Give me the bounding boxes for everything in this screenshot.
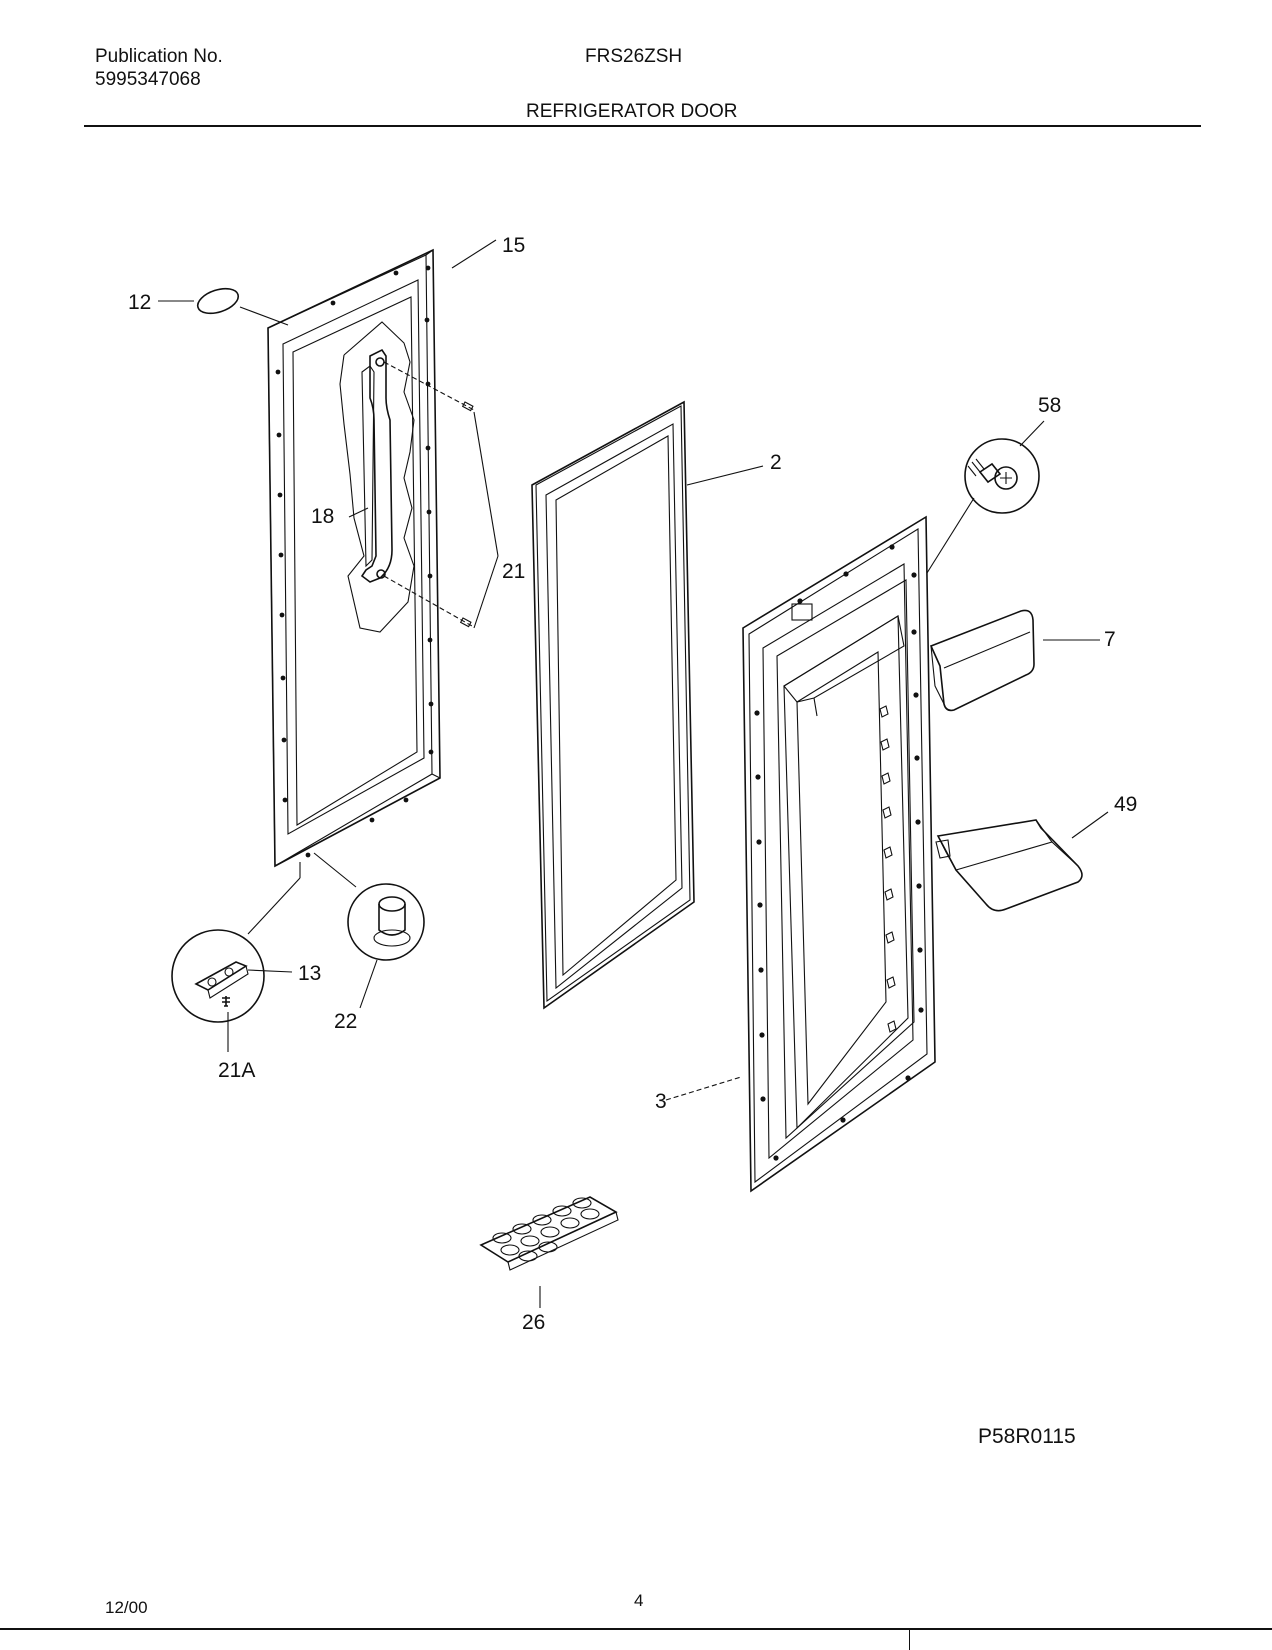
- section-title: REFRIGERATOR DOOR: [526, 101, 738, 122]
- liner-screw-detail: [926, 420, 1045, 574]
- label-58: 58: [1038, 394, 1061, 417]
- door-gasket: [531, 400, 695, 1010]
- door-bin: [935, 811, 1109, 912]
- label-15: 15: [502, 234, 525, 257]
- label-49: 49: [1114, 793, 1137, 816]
- callout-labels: 12 15 18 21 2 58 7 49 13 22 21A 3 26: [128, 234, 1137, 1334]
- label-26: 26: [522, 1311, 545, 1334]
- label-3: 3: [655, 1090, 667, 1113]
- leader-lines: [158, 239, 764, 1101]
- publication-label: Publication No.: [95, 46, 223, 67]
- label-12: 12: [128, 291, 151, 314]
- label-18: 18: [311, 505, 334, 528]
- page-number: 4: [634, 1591, 644, 1610]
- door-handle: [360, 348, 393, 583]
- outer-door-panel: [267, 248, 441, 868]
- egg-tray: [479, 1196, 619, 1308]
- label-2: 2: [770, 451, 782, 474]
- publication-number: 5995347068: [95, 69, 201, 90]
- dairy-door: [929, 609, 1100, 712]
- handle-screws: [383, 361, 475, 628]
- footer-tick: [909, 1630, 910, 1650]
- label-7: 7: [1104, 628, 1116, 651]
- label-22: 22: [334, 1010, 357, 1033]
- revision-date: 12/00: [105, 1598, 148, 1617]
- label-21: 21: [502, 560, 525, 583]
- label-21a: 21A: [218, 1059, 255, 1082]
- model-number: FRS26ZSH: [585, 46, 683, 67]
- oval-plug: [196, 287, 240, 315]
- inner-door-liner: [742, 515, 936, 1193]
- bottom-hinge-detail: [171, 862, 301, 1052]
- label-13: 13: [298, 962, 321, 985]
- header-rule: [84, 125, 1201, 127]
- diagram-id: P58R0115: [978, 1425, 1076, 1448]
- footer-rule: [0, 1628, 1272, 1630]
- hinge-bushing-detail: [313, 852, 425, 1009]
